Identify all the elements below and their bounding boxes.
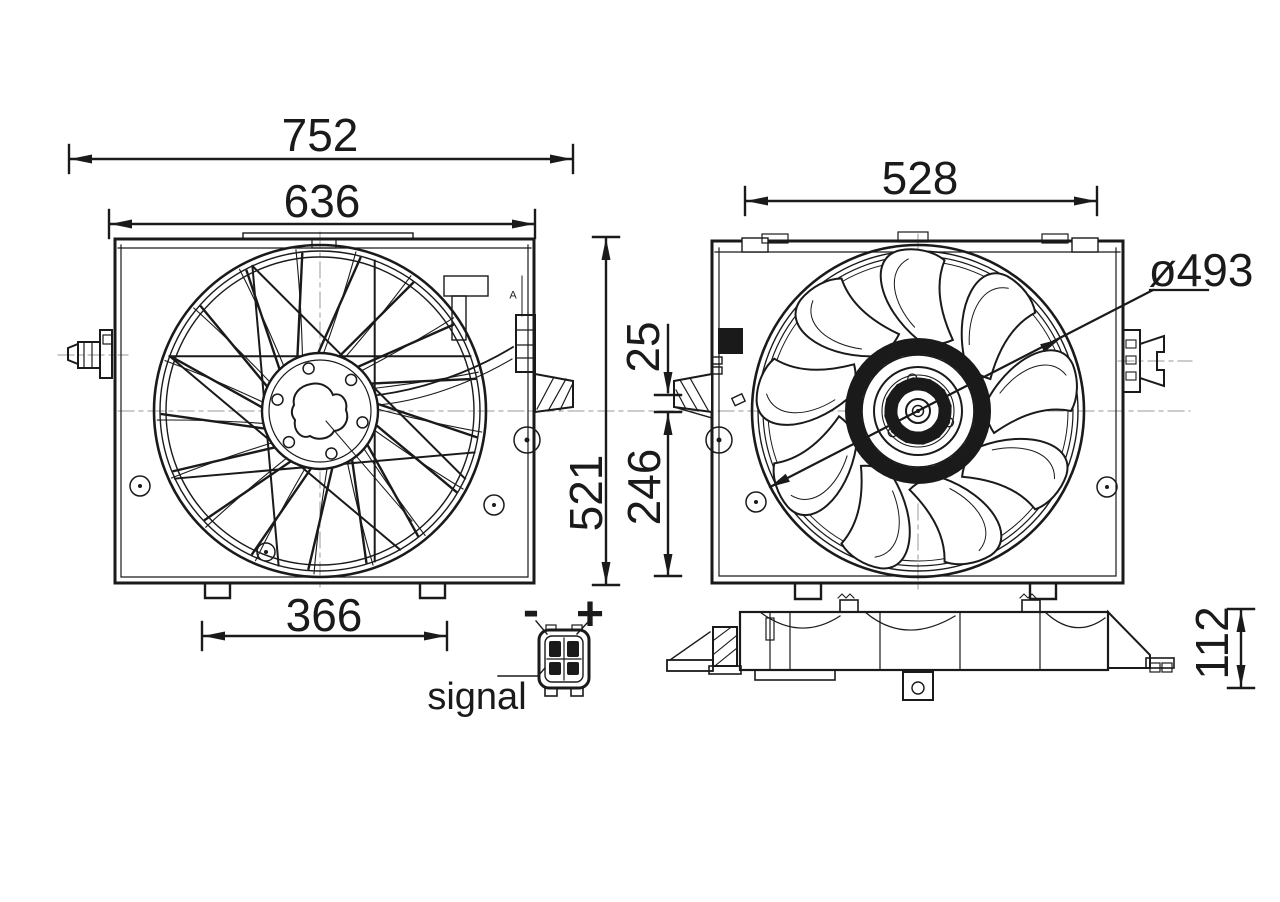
connector-plus-label: + [575,588,605,641]
mount-mark [837,593,855,599]
dim-label-mount-spacing: 366 [285,589,363,641]
dim-label-fan-diameter: ø493 [1148,244,1254,296]
dim-label-shroud-width: 636 [283,175,361,227]
front-view [67,232,574,600]
mount-mark [1019,593,1037,599]
screw-bosses [745,476,1118,513]
dim-label-bracket-to-bottom: 246 [618,448,670,526]
dim-label-depth: 112 [1186,606,1238,680]
spline-bore [290,382,349,440]
blade-edges-behind-grille [156,249,483,575]
dim-label-bracket-offset: 25 [617,321,669,373]
grille-spokes [156,249,515,575]
dim-528-frame-width [743,185,1099,217]
dim-label-overall-width: 752 [281,109,359,161]
connector-minus-label: - [523,584,539,637]
harness-wire [376,345,515,397]
right-mount-pin [1122,329,1165,393]
dim-752-overall-width [67,143,575,175]
dim-112-depth [1226,607,1256,690]
hub-inner-slots [884,377,952,445]
dim-25-bracket-offset [653,323,683,414]
connector-signal-label: signal [427,676,527,718]
dim-label-overall-height: 521 [560,454,612,532]
left-mount-plug [67,329,113,379]
dimension-lines [67,143,1256,690]
dim-636-shroud-width [107,208,537,240]
edge-connector-block [718,328,743,354]
hub-bolt-holes [271,362,369,460]
signal-connector-drawing [497,620,591,697]
dim-246-bracket-to-bottom [653,412,683,578]
section-mark-a: A [509,289,517,302]
screw-bosses [129,475,505,562]
rear-view [673,231,1165,601]
pivot-bracket-right [534,372,574,414]
dim-366-mount-spacing [200,620,449,652]
dim-493-fan-diameter [768,288,1210,489]
side-view [666,593,1175,701]
dim-521-overall-height [591,235,621,587]
fan-blades [755,248,1078,570]
dim-label-frame-width: 528 [881,152,959,204]
hub-slot-ring [846,339,990,483]
